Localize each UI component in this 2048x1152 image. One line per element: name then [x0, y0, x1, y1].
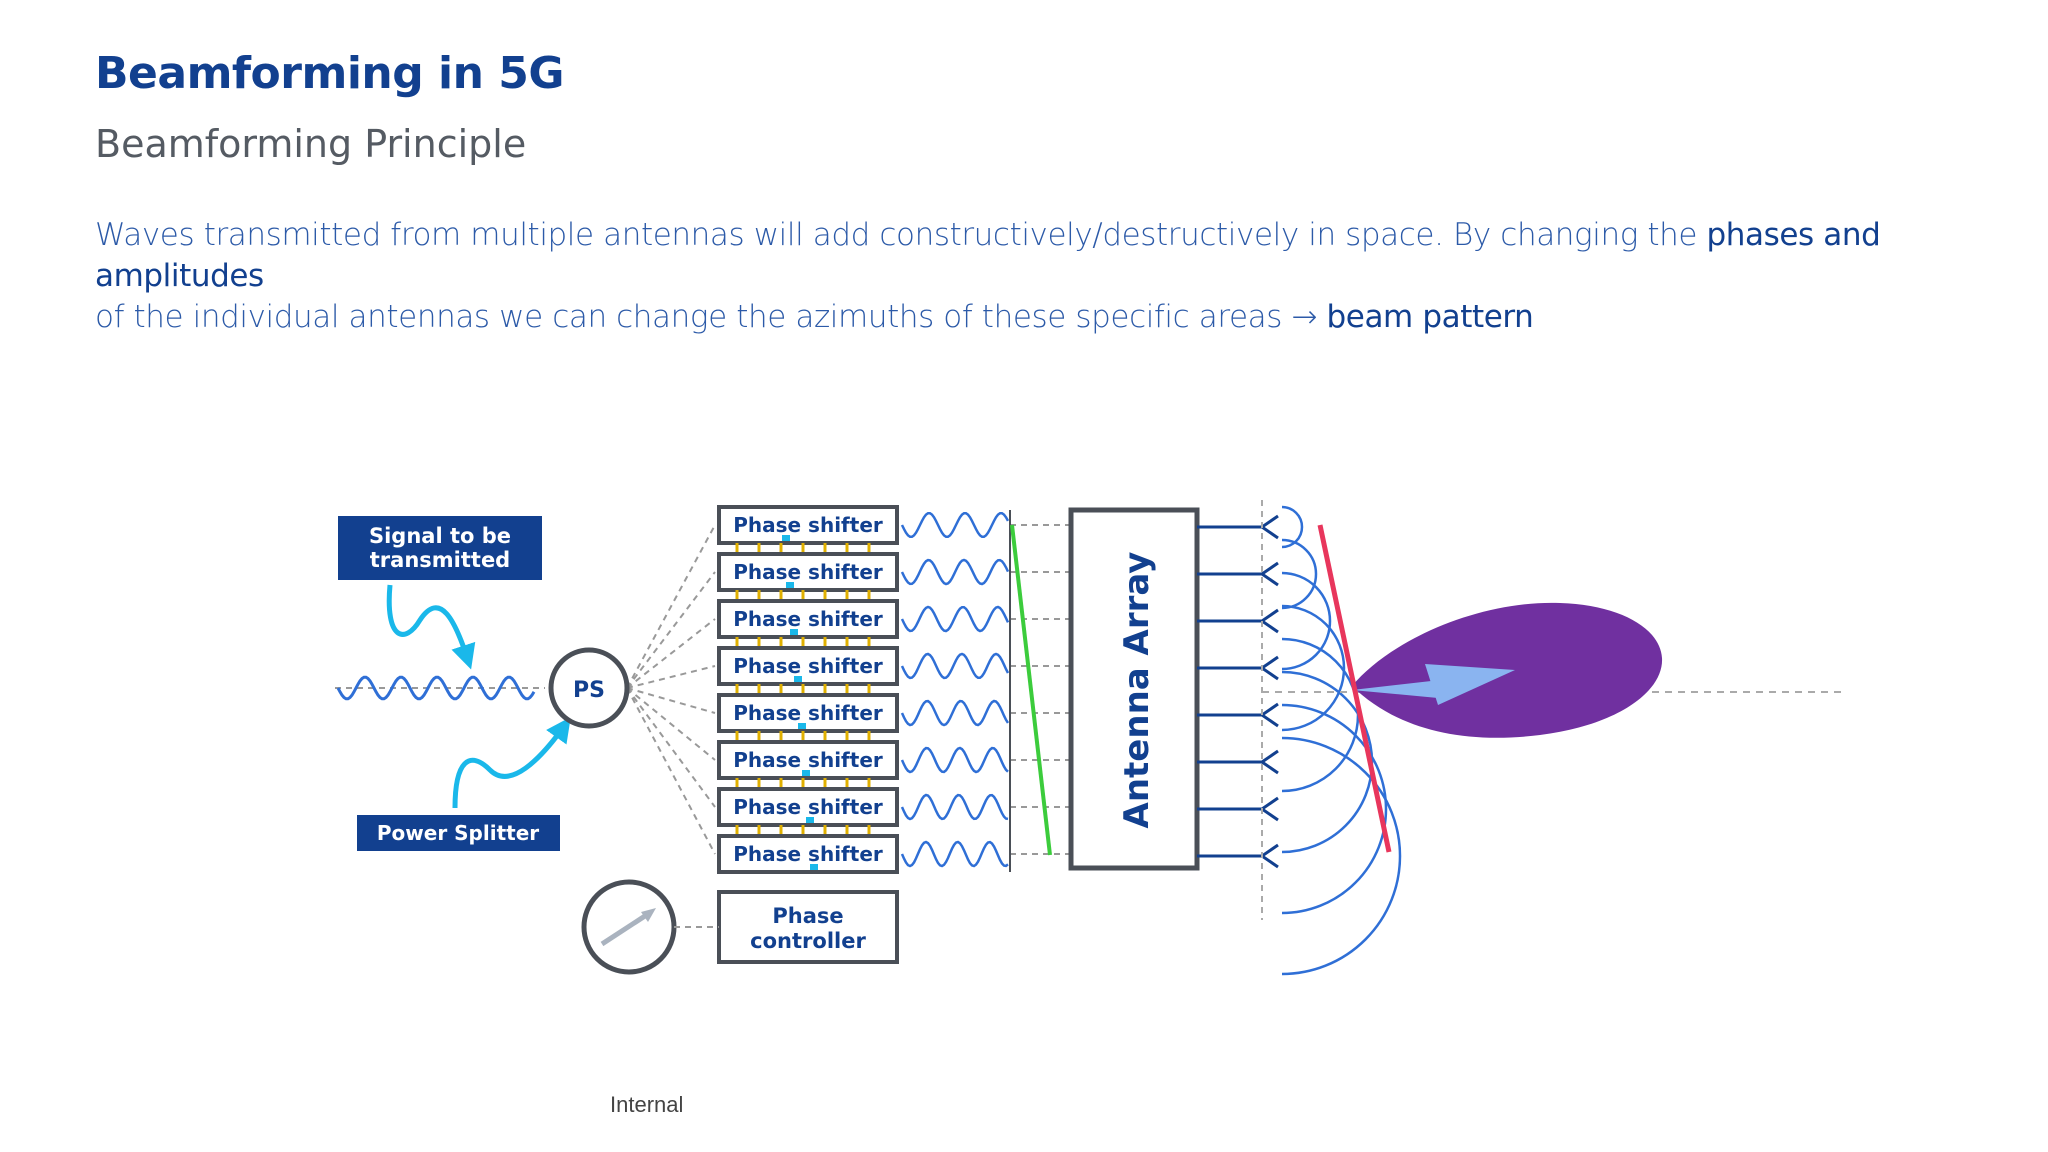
output-wave — [900, 605, 1010, 633]
output-wave — [900, 511, 1010, 539]
page-title: Beamforming in 5G — [95, 48, 565, 99]
phase-indicator — [786, 582, 794, 588]
phase-shifter-box — [717, 693, 899, 733]
antenna-array: Antenna Array — [1068, 507, 1200, 871]
description-text: of the individual antennas we can change… — [95, 299, 1327, 335]
wavefront-arc — [1281, 736, 1402, 976]
antenna-icon — [1259, 702, 1279, 728]
fanout-line — [626, 687, 716, 761]
antenna-element — [1197, 736, 1402, 976]
phase-shifter-label: Phase shifter — [733, 654, 883, 678]
phase-shifter-box — [717, 599, 899, 639]
power-splitter-node: PS — [548, 647, 630, 729]
fanout-line — [626, 687, 716, 714]
antenna-icon — [1259, 514, 1279, 540]
fanout-line — [626, 618, 716, 689]
phase-shifter-label: Phase shifter — [733, 795, 883, 819]
footer-classification: Internal — [610, 1092, 684, 1117]
antenna-array-label: Antenna Array — [1117, 552, 1157, 829]
signal-label-line2: transmitted — [370, 548, 510, 572]
antenna-elements — [1197, 505, 1402, 976]
wavefront-arc — [1281, 604, 1346, 732]
phase-shifter-label: Phase shifter — [733, 748, 883, 772]
phase-shifter: Phase shifter — [717, 505, 1071, 545]
phase-shifter-label: Phase shifter — [733, 560, 883, 584]
output-wave — [900, 652, 1010, 680]
antenna-icon — [1259, 655, 1279, 681]
phase-shifter: Phase shifter — [717, 646, 1071, 686]
wavefront-arc — [1281, 538, 1318, 610]
antenna-element — [1197, 571, 1332, 671]
wavefront-tilt-line — [1317, 524, 1392, 853]
page-subtitle: Beamforming Principle — [95, 122, 527, 166]
wavefront-arc — [1281, 505, 1304, 549]
wavefront-arc — [1281, 571, 1332, 671]
phase-controller-line2: controller — [750, 929, 866, 953]
phase-shifter-box — [717, 552, 899, 592]
phase-indicator — [790, 629, 798, 635]
power-splitter-pointer-arrow — [452, 716, 571, 809]
output-wave — [900, 699, 1010, 727]
phase-shifter-label: Phase shifter — [733, 701, 883, 725]
antenna-icon — [1259, 561, 1279, 587]
phase-shifter: Phase shifter — [717, 787, 1071, 827]
signal-label-line1: Signal to be — [369, 524, 511, 548]
phase-controller: Phase controller — [717, 890, 899, 964]
splitter-fanout-lines — [626, 524, 716, 855]
phase-shifter: Phase shifter — [717, 693, 1071, 733]
antenna-icon — [1259, 796, 1279, 822]
antenna-icon — [1259, 749, 1279, 775]
phase-shifter: Phase shifter — [717, 599, 1071, 639]
phase-shifter: Phase shifter — [717, 740, 1071, 780]
phase-indicator — [798, 723, 806, 729]
description-paragraph: Waves transmitted from multiple antennas… — [95, 215, 1995, 338]
fanout-line — [626, 571, 716, 689]
antenna-icon — [1259, 843, 1279, 869]
description-text: Waves transmitted from multiple antennas… — [95, 217, 1707, 253]
antenna-element — [1197, 604, 1346, 732]
phase-shifter: Phase shifter — [717, 834, 1071, 874]
phase-indicator — [782, 535, 790, 541]
phase-shifter-label: Phase shifter — [733, 842, 883, 866]
phase-indicator — [806, 817, 814, 823]
antenna-element — [1197, 670, 1374, 854]
antenna-element — [1197, 538, 1318, 610]
phase-shifter-label: Phase shifter — [733, 607, 883, 631]
signal-label-box: Signal to be transmitted — [338, 516, 542, 580]
antenna-icon — [1259, 608, 1279, 634]
output-wave — [900, 558, 1010, 586]
phase-shifter-box — [717, 505, 899, 545]
beam-direction-arrow — [1352, 664, 1515, 705]
power-splitter-label-box: Power Splitter — [357, 815, 560, 851]
phase-shifter: Phase shifter — [717, 552, 1071, 592]
output-wave — [900, 746, 1009, 774]
highlight-phases-amplitudes: phases and amplitudes — [95, 217, 1881, 294]
phase-front-line — [1010, 524, 1052, 856]
ps-label: PS — [573, 678, 605, 703]
phase-shifter-box — [717, 646, 899, 686]
fanout-line — [626, 687, 716, 855]
phase-indicator — [802, 770, 810, 776]
signal-pointer-arrow — [386, 584, 476, 670]
fanout-line — [626, 665, 716, 689]
fanout-line — [626, 687, 716, 808]
power-splitter-label: Power Splitter — [377, 821, 539, 845]
input-wave — [336, 675, 536, 701]
output-wave — [900, 840, 1009, 868]
phase-indicator — [794, 676, 802, 682]
phase-shifter-box — [717, 834, 899, 874]
phase-shifter-label: Phase shifter — [733, 513, 883, 537]
wavefront-arc — [1281, 703, 1388, 915]
fanout-line — [626, 524, 716, 689]
phase-indicator — [810, 864, 818, 870]
highlight-beam-pattern: beam pattern — [1326, 299, 1534, 335]
phase-controller-line1: Phase — [772, 904, 843, 928]
output-wave — [900, 793, 1009, 821]
gauge-icon — [581, 879, 677, 975]
antenna-element — [1197, 637, 1360, 793]
